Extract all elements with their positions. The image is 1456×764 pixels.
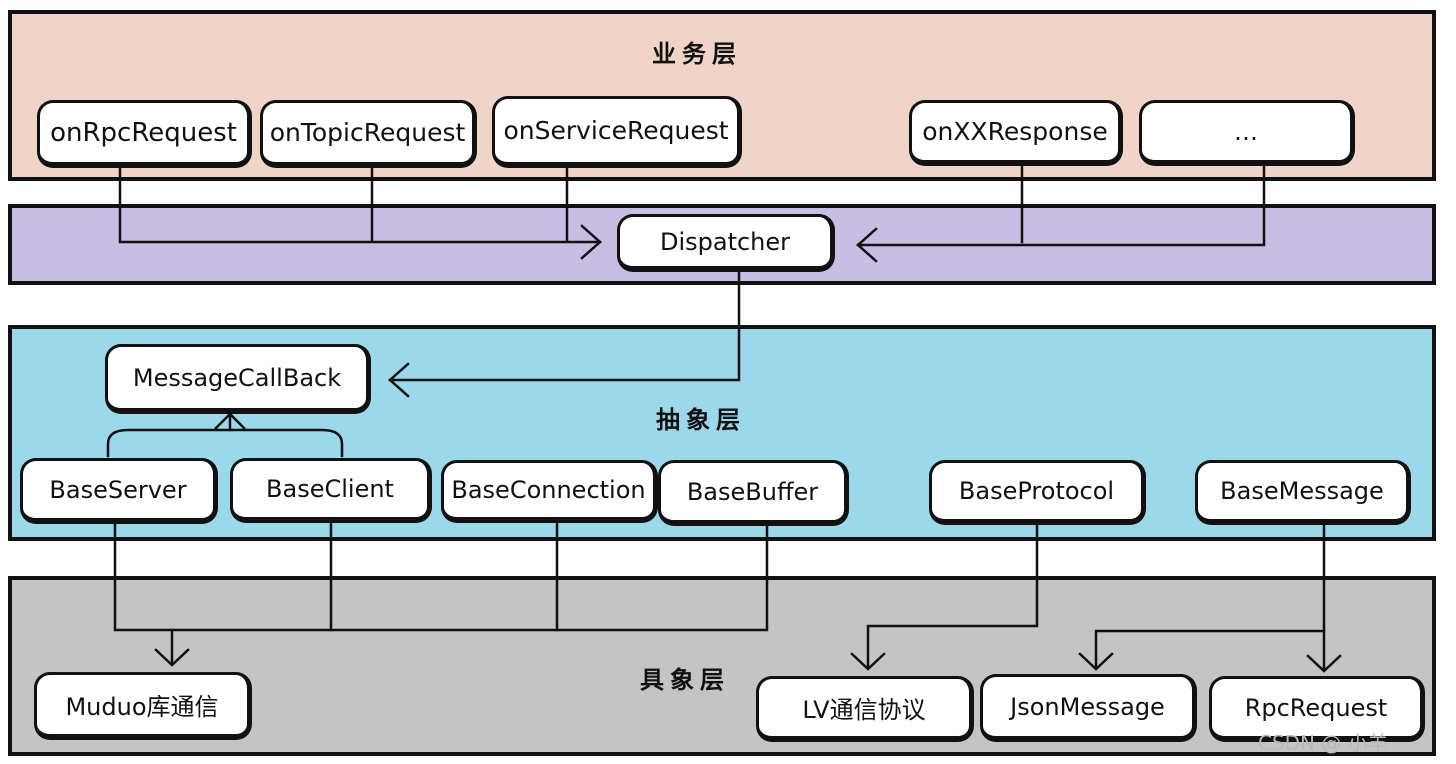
arrow-to-dispatcher-right (856, 227, 878, 263)
base-connection-node: BaseConnection (441, 460, 658, 523)
arrow-to-muduo (154, 648, 190, 667)
on-topic-request-node: onTopicRequest (260, 100, 477, 168)
base-server-node: BaseServer (20, 458, 218, 524)
base-buffer-node: BaseBuffer (658, 460, 849, 526)
base-protocol-node: BaseProtocol (929, 460, 1146, 525)
message-callback-node: MessageCallBack (105, 344, 371, 414)
on-service-request-node: onServiceRequest (492, 96, 742, 168)
json-message-node: JsonMessage (980, 674, 1197, 742)
watermark: CSDN @ 小羊 (1258, 731, 1388, 755)
wire-server-client-callback (106, 428, 344, 458)
wire-base-to-muduo (113, 521, 769, 632)
concrete-layer-title: 具象层 (640, 665, 730, 694)
arrow-up-callback (214, 412, 246, 430)
arrow-to-rpc (1306, 654, 1342, 673)
wire-dispatcher-callback (388, 270, 741, 382)
arrow-to-lv (850, 652, 886, 671)
lv-protocol-node: LV通信协议 (756, 676, 974, 742)
wire-message-json (1094, 629, 1326, 670)
on-xx-response-node: onXXResponse (909, 100, 1123, 166)
base-message-node: BaseMessage (1195, 460, 1411, 525)
business-layer-title: 业务层 (652, 39, 742, 68)
arrow-to-dispatcher-left (580, 224, 602, 260)
arrow-to-callback (388, 362, 410, 398)
rpc-request-node: RpcRequest (1209, 676, 1425, 742)
muduo-node: Muduo库通信 (34, 672, 252, 740)
wire-more (856, 164, 1266, 247)
more-node: … (1139, 100, 1355, 166)
dispatcher-node: Dispatcher (617, 214, 835, 272)
wire-rpc (118, 166, 602, 244)
abstract-layer-title: 抽象层 (656, 405, 746, 434)
arrow-to-json (1078, 652, 1114, 671)
on-rpc-request-node: onRpcRequest (37, 100, 252, 168)
base-client-node: BaseClient (230, 458, 432, 523)
wire-protocol-lv (866, 522, 1039, 670)
